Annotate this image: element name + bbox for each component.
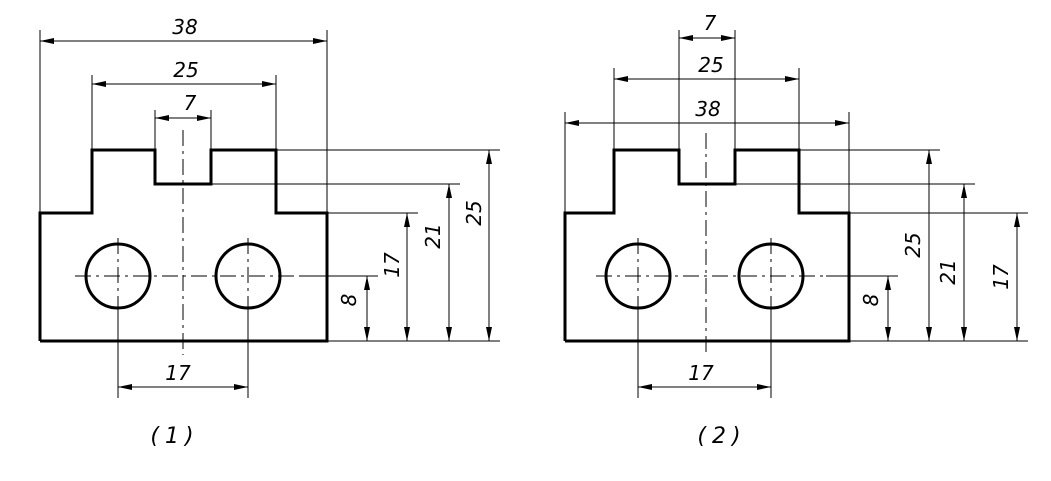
figure-caption-2: (2) xyxy=(697,424,746,449)
dim-text-overall-width: 38 xyxy=(695,97,720,121)
dim-text-slot-width: 7 xyxy=(704,11,717,35)
dim-text-total-height: 25 xyxy=(462,200,486,225)
dim-text-slot-bottom-height: 21 xyxy=(936,259,960,284)
dim-text-total-height: 25 xyxy=(901,232,925,257)
dim-text-shoulder-height: 17 xyxy=(380,252,404,278)
dim-text-overall-width: 38 xyxy=(172,15,197,39)
dim-text-hole-height: 8 xyxy=(859,294,883,307)
dim-text-hole-height: 8 xyxy=(337,294,361,307)
dim-text-slot-width: 7 xyxy=(184,91,197,115)
part-outline xyxy=(563,148,851,343)
figure-caption-1: (1) xyxy=(150,424,199,449)
figure-1: 38 25 7 17 8 17 21 25 (1) xyxy=(38,15,500,449)
dim-text-top-width: 25 xyxy=(698,53,723,77)
dim-text-hole-spacing: 17 xyxy=(688,361,714,385)
dim-text-slot-bottom-height: 21 xyxy=(421,223,445,248)
dim-text-top-width: 25 xyxy=(173,58,198,82)
dim-text-shoulder-height: 17 xyxy=(989,264,1013,290)
dim-text-hole-spacing: 17 xyxy=(165,361,191,385)
figure-2: 7 25 38 17 8 25 21 17 (2) xyxy=(563,11,1028,449)
